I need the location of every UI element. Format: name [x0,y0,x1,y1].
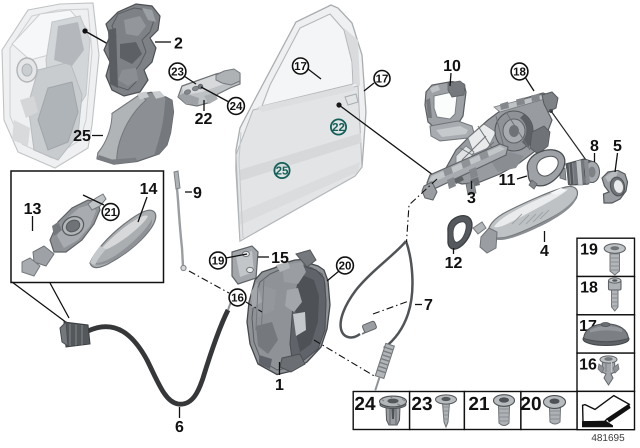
svg-text:21: 21 [468,394,490,415]
svg-text:3: 3 [467,190,476,207]
svg-text:13: 13 [24,201,42,218]
svg-text:24: 24 [354,394,376,415]
svg-text:4: 4 [540,243,549,260]
svg-text:18: 18 [580,280,598,297]
svg-text:1: 1 [275,377,284,394]
svg-text:9: 9 [193,185,202,202]
svg-text:17: 17 [294,61,307,73]
svg-text:18: 18 [513,67,526,79]
svg-text:23: 23 [411,394,432,415]
svg-text:21: 21 [104,207,117,219]
svg-text:22: 22 [195,111,213,128]
svg-text:24: 24 [230,101,243,113]
svg-text:481695: 481695 [591,433,625,444]
svg-text:7: 7 [424,297,433,314]
svg-text:19: 19 [212,256,225,268]
svg-text:20: 20 [339,261,352,273]
svg-text:22: 22 [332,122,345,134]
svg-text:20: 20 [520,394,541,415]
svg-text:14: 14 [140,181,158,198]
svg-text:16: 16 [231,293,244,305]
svg-text:25: 25 [276,166,289,178]
svg-text:16: 16 [579,357,597,374]
svg-text:8: 8 [590,138,599,155]
svg-text:23: 23 [171,67,184,79]
svg-text:19: 19 [580,242,598,259]
svg-text:12: 12 [445,255,463,272]
svg-text:15: 15 [271,250,289,267]
svg-text:17: 17 [376,74,389,86]
svg-text:11: 11 [499,172,516,189]
svg-text:5: 5 [613,138,622,155]
svg-text:10: 10 [443,58,461,75]
svg-text:25: 25 [73,128,91,145]
svg-text:2: 2 [174,36,183,53]
svg-text:6: 6 [175,419,184,436]
